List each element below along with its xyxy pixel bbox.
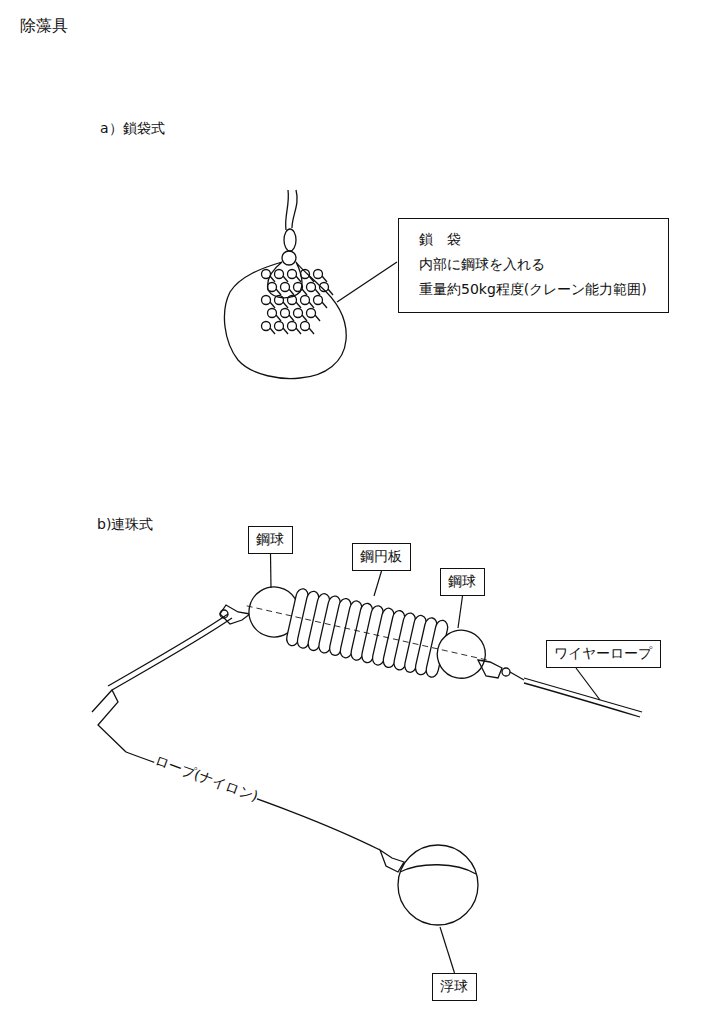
node-text: 浮球 xyxy=(440,978,469,996)
chain-link xyxy=(320,283,329,292)
leader-line xyxy=(576,668,600,700)
leader-line xyxy=(337,262,397,302)
chain-mesh xyxy=(262,270,334,335)
chain-link xyxy=(296,276,301,282)
float-ball xyxy=(398,845,478,925)
chain-link xyxy=(276,315,281,321)
chain-link xyxy=(328,289,333,295)
node-text: 内部に鋼球を入れる xyxy=(419,252,648,277)
chain-link xyxy=(294,283,303,292)
chain-link xyxy=(262,322,271,331)
node-text: 重量約50kg程度(クレーン能力範囲) xyxy=(419,277,648,302)
leader-line xyxy=(458,596,463,628)
leader-line xyxy=(374,571,382,596)
chain-link xyxy=(315,315,320,321)
chain-link xyxy=(309,276,314,282)
wire-rope xyxy=(524,683,640,717)
node-text: ワイヤーロープ xyxy=(554,645,653,663)
hook-eye xyxy=(284,229,296,251)
part-label-box: 鋼球 xyxy=(248,526,293,554)
chain-link xyxy=(275,296,284,305)
chain-link xyxy=(296,302,301,308)
chain-link xyxy=(315,289,320,295)
shackle xyxy=(510,672,524,680)
chain-link xyxy=(302,289,307,295)
chain-link xyxy=(262,270,271,279)
chain-link xyxy=(281,309,290,318)
shackle-pin xyxy=(502,668,510,676)
chain-link xyxy=(288,322,297,331)
bag-outline xyxy=(224,262,346,378)
chain-bag xyxy=(224,190,397,378)
part-label-box: ワイヤーロープ xyxy=(546,640,661,668)
chain-link xyxy=(301,270,310,279)
chain-link xyxy=(283,276,288,282)
page-title: 除藻具 xyxy=(20,16,68,37)
chain-link xyxy=(289,315,294,321)
node-text: 鎖 袋 xyxy=(419,227,648,252)
axis-line xyxy=(247,606,489,661)
wire-rope xyxy=(108,614,228,686)
chain-link xyxy=(275,322,284,331)
wire-rope xyxy=(112,618,232,690)
chain-link xyxy=(309,302,314,308)
chain-link xyxy=(270,276,275,282)
steel-ball xyxy=(433,626,490,683)
ring xyxy=(282,251,296,265)
chain-link xyxy=(270,328,275,334)
chain-link xyxy=(289,289,294,295)
chain-link xyxy=(294,309,303,318)
chain-link xyxy=(276,289,281,295)
chain-link xyxy=(275,270,284,279)
callout-box: 鎖 袋内部に鋼球を入れる重量約50kg程度(クレーン能力範囲) xyxy=(398,218,669,313)
float-seam xyxy=(400,865,476,874)
break-line xyxy=(92,690,126,752)
chain-link xyxy=(302,315,307,321)
chain-link xyxy=(307,309,316,318)
chain-link xyxy=(270,302,275,308)
chain-link xyxy=(301,296,310,305)
shackle xyxy=(220,605,250,624)
bead-string xyxy=(92,578,642,925)
node-text: 鋼球 xyxy=(256,531,285,549)
hoist-wire xyxy=(292,190,297,228)
wire-rope xyxy=(524,678,642,712)
chain-link xyxy=(268,309,277,318)
chain-link xyxy=(301,322,310,331)
chain-link xyxy=(288,270,297,279)
part-label-box: 鋼円板 xyxy=(352,543,411,571)
node-text: 鋼球 xyxy=(448,573,477,591)
chain-link xyxy=(281,283,290,292)
leader-line xyxy=(270,554,272,588)
chain-link xyxy=(268,283,277,292)
shackle xyxy=(478,660,502,678)
shackle-pin xyxy=(220,610,228,618)
chain-link xyxy=(262,296,271,305)
nylon-rope xyxy=(126,752,380,850)
chain-link xyxy=(283,328,288,334)
chain-link xyxy=(314,296,323,305)
chain-link xyxy=(309,328,314,334)
chain-link xyxy=(288,296,297,305)
part-label-box: 鋼球 xyxy=(440,568,485,596)
chain-link xyxy=(322,302,327,308)
section-label: a）鎖袋式 xyxy=(100,120,165,138)
hoist-wire xyxy=(286,190,289,230)
part-label-box: 浮球 xyxy=(432,973,477,1001)
shackle xyxy=(380,850,404,872)
chain-link xyxy=(307,283,316,292)
node-text: 鋼円板 xyxy=(360,548,403,566)
chain-link xyxy=(314,270,323,279)
section-label: b)連珠式 xyxy=(97,516,153,534)
leader-line xyxy=(440,927,455,973)
part-label: ロープ(ナイロン) xyxy=(152,752,261,806)
chain-link xyxy=(322,276,327,282)
chain-link xyxy=(296,328,301,334)
chain-link xyxy=(283,302,288,308)
